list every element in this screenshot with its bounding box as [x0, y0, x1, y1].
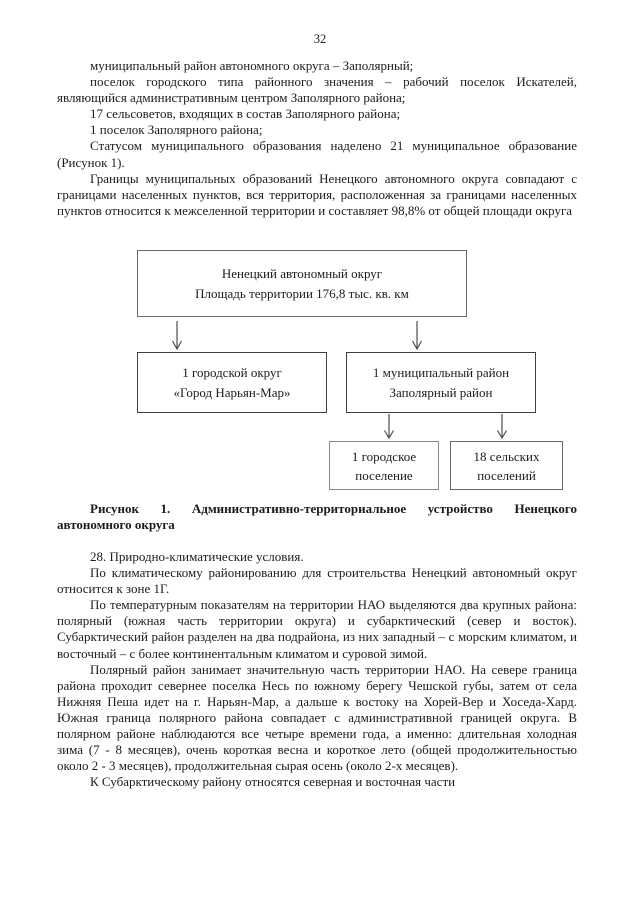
paragraph: К Субарктическому району относятся север… [90, 774, 456, 790]
box-line: «Город Нарьян-Мар» [173, 384, 291, 400]
body-text-before-figure: муниципальный район автономного округа –… [57, 58, 577, 219]
box-line: Ненецкий автономный округ [221, 265, 383, 281]
figure-caption-text: Рисунок 1. Административно-территориальн… [57, 501, 577, 533]
paragraph: 17 сельсоветов, входящих в состав Заполя… [90, 106, 401, 122]
box-line: поселение [355, 467, 413, 483]
org-chart-box-city-okrug: 1 городской округ «Город Нарьян-Мар» [137, 352, 327, 413]
paragraph: муниципальный район автономного округа –… [90, 58, 414, 73]
body-text-after-figure: 28. Природно-климатические условия. По к… [57, 549, 577, 790]
arrow-down-icon [171, 321, 183, 350]
box-line: 18 сельских [473, 448, 540, 464]
paragraph: По температурным показателям на территор… [57, 597, 577, 661]
box-line: Площадь территории 176,8 тыс. кв. км [195, 285, 409, 301]
org-chart-box-urban-settlement: 1 городское поселение [329, 441, 439, 490]
arrow-down-icon [496, 414, 508, 439]
paragraph: Статусом муниципального образования наде… [57, 138, 577, 170]
box-line: 1 городской округ [182, 364, 282, 380]
box-line: поселений [477, 467, 536, 483]
page-number: 32 [313, 32, 327, 46]
org-chart-figure: Ненецкий автономный округ Площадь террит… [0, 250, 640, 495]
paragraph: 28. Природно-климатические условия. [90, 549, 304, 564]
paragraph: Полярный район занимает значительную час… [57, 661, 577, 774]
paragraph: поселок городского типа районного значен… [57, 74, 577, 106]
org-chart-box-municipal-district: 1 муниципальный район Заполярный район [346, 352, 536, 413]
paragraph: Границы муниципальных образований Ненецк… [57, 170, 577, 218]
figure-caption: Рисунок 1. Административно-территориальн… [57, 501, 577, 533]
box-line: 1 муниципальный район [372, 364, 510, 380]
arrow-down-icon [411, 321, 423, 350]
box-line: 1 городское [351, 448, 417, 464]
box-line: Заполярный район [389, 384, 493, 400]
paragraph: 1 поселок Заполярного района; [90, 122, 263, 138]
org-chart-box-okrug: Ненецкий автономный округ Площадь террит… [137, 250, 467, 317]
arrow-down-icon [383, 414, 395, 439]
paragraph: По климатическому районированию для стро… [57, 565, 577, 597]
org-chart-box-rural-settlements: 18 сельских поселений [450, 441, 563, 490]
